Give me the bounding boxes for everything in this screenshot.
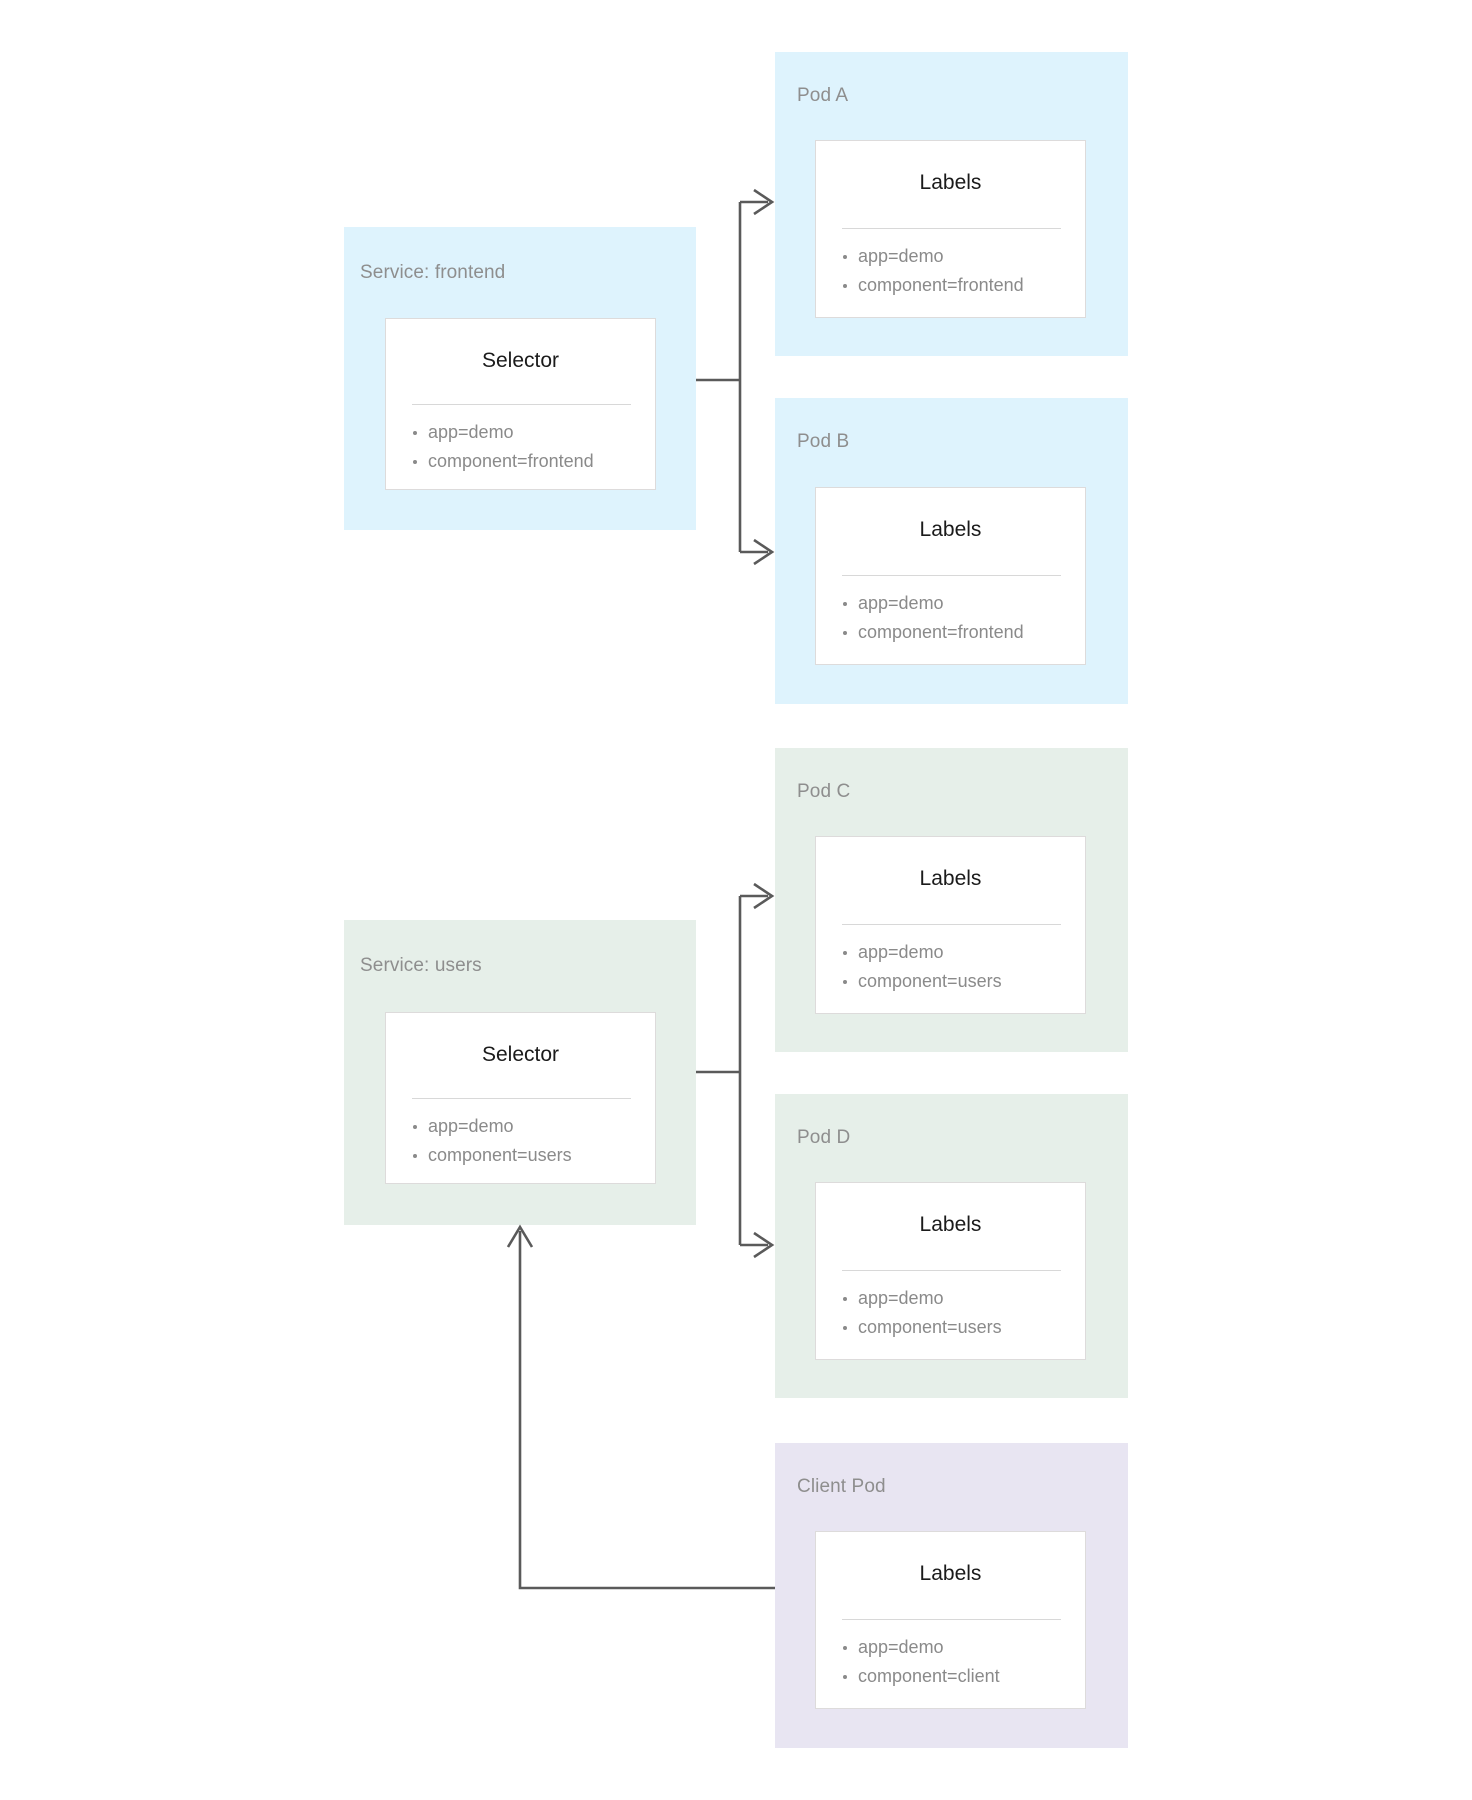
pod-b-labels-list: app=demo component=frontend	[840, 589, 1024, 647]
service-frontend-selector-list: app=demo component=frontend	[410, 418, 594, 476]
card-divider	[412, 404, 631, 405]
list-item: component=frontend	[410, 447, 594, 476]
card-divider	[842, 924, 1061, 925]
list-item: component=client	[840, 1662, 1000, 1691]
pod-d-labels-list: app=demo component=users	[840, 1284, 1002, 1342]
pod-c-title: Pod C	[797, 781, 851, 802]
list-item: app=demo	[840, 938, 1002, 967]
list-item: app=demo	[840, 1633, 1000, 1662]
service-users-selector-list: app=demo component=users	[410, 1112, 572, 1170]
service-frontend-card-title: Selector	[481, 349, 560, 372]
connector-frontend-fanout	[696, 188, 775, 566]
card-divider	[842, 1270, 1061, 1271]
service-frontend-title: Service: frontend	[360, 262, 506, 283]
arrow-head-right-icon	[753, 538, 775, 566]
service-frontend-group[interactable]: Service: frontend Selector app=demo comp…	[344, 227, 696, 530]
service-users-selector-card[interactable]: Selector app=demo component=users	[385, 1012, 656, 1184]
connector-users-fanout	[696, 882, 775, 1259]
client-pod-card-title: Labels	[919, 1562, 982, 1585]
pod-b-group[interactable]: Pod B Labels app=demo component=frontend	[775, 398, 1128, 704]
pod-a-labels-list: app=demo component=frontend	[840, 242, 1024, 300]
pod-d-group[interactable]: Pod D Labels app=demo component=users	[775, 1094, 1128, 1398]
card-divider	[842, 575, 1061, 576]
card-divider	[842, 1619, 1061, 1620]
list-item: component=users	[410, 1141, 572, 1170]
arrow-head-right-icon	[753, 882, 775, 910]
service-users-title: Service: users	[360, 955, 482, 976]
pod-a-card-title: Labels	[919, 171, 982, 194]
arrow-head-right-icon	[753, 188, 775, 216]
list-item: app=demo	[840, 589, 1024, 618]
pod-c-labels-card[interactable]: Labels app=demo component=users	[815, 836, 1086, 1014]
pod-a-group[interactable]: Pod A Labels app=demo component=frontend	[775, 52, 1128, 356]
service-users-group[interactable]: Service: users Selector app=demo compone…	[344, 920, 696, 1225]
pod-b-title: Pod B	[797, 431, 850, 452]
list-item: app=demo	[840, 1284, 1002, 1313]
list-item: component=frontend	[840, 271, 1024, 300]
arrow-head-up-icon	[506, 1224, 534, 1248]
client-pod-group[interactable]: Client Pod Labels app=demo component=cli…	[775, 1443, 1128, 1748]
connector-client-to-users	[506, 1224, 775, 1590]
card-divider	[842, 228, 1061, 229]
client-pod-labels-card[interactable]: Labels app=demo component=client	[815, 1531, 1086, 1709]
service-users-card-title: Selector	[481, 1043, 560, 1066]
list-item: app=demo	[840, 242, 1024, 271]
pod-a-title: Pod A	[797, 85, 849, 106]
pod-d-labels-card[interactable]: Labels app=demo component=users	[815, 1182, 1086, 1360]
client-pod-title: Client Pod	[797, 1476, 886, 1497]
pod-d-card-title: Labels	[919, 1213, 982, 1236]
list-item: component=frontend	[840, 618, 1024, 647]
list-item: app=demo	[410, 418, 594, 447]
pod-c-group[interactable]: Pod C Labels app=demo component=users	[775, 748, 1128, 1052]
arrow-head-right-icon	[753, 1231, 775, 1259]
list-item: app=demo	[410, 1112, 572, 1141]
pod-c-labels-list: app=demo component=users	[840, 938, 1002, 996]
card-divider	[412, 1098, 631, 1099]
service-frontend-selector-card[interactable]: Selector app=demo component=frontend	[385, 318, 656, 490]
pod-b-labels-card[interactable]: Labels app=demo component=frontend	[815, 487, 1086, 665]
pod-a-labels-card[interactable]: Labels app=demo component=frontend	[815, 140, 1086, 318]
client-pod-labels-list: app=demo component=client	[840, 1633, 1000, 1691]
client-return-path	[518, 1231, 775, 1590]
pod-b-card-title: Labels	[919, 518, 982, 541]
list-item: component=users	[840, 1313, 1002, 1342]
pod-c-card-title: Labels	[919, 867, 982, 890]
list-item: component=users	[840, 967, 1002, 996]
pod-d-title: Pod D	[797, 1127, 851, 1148]
